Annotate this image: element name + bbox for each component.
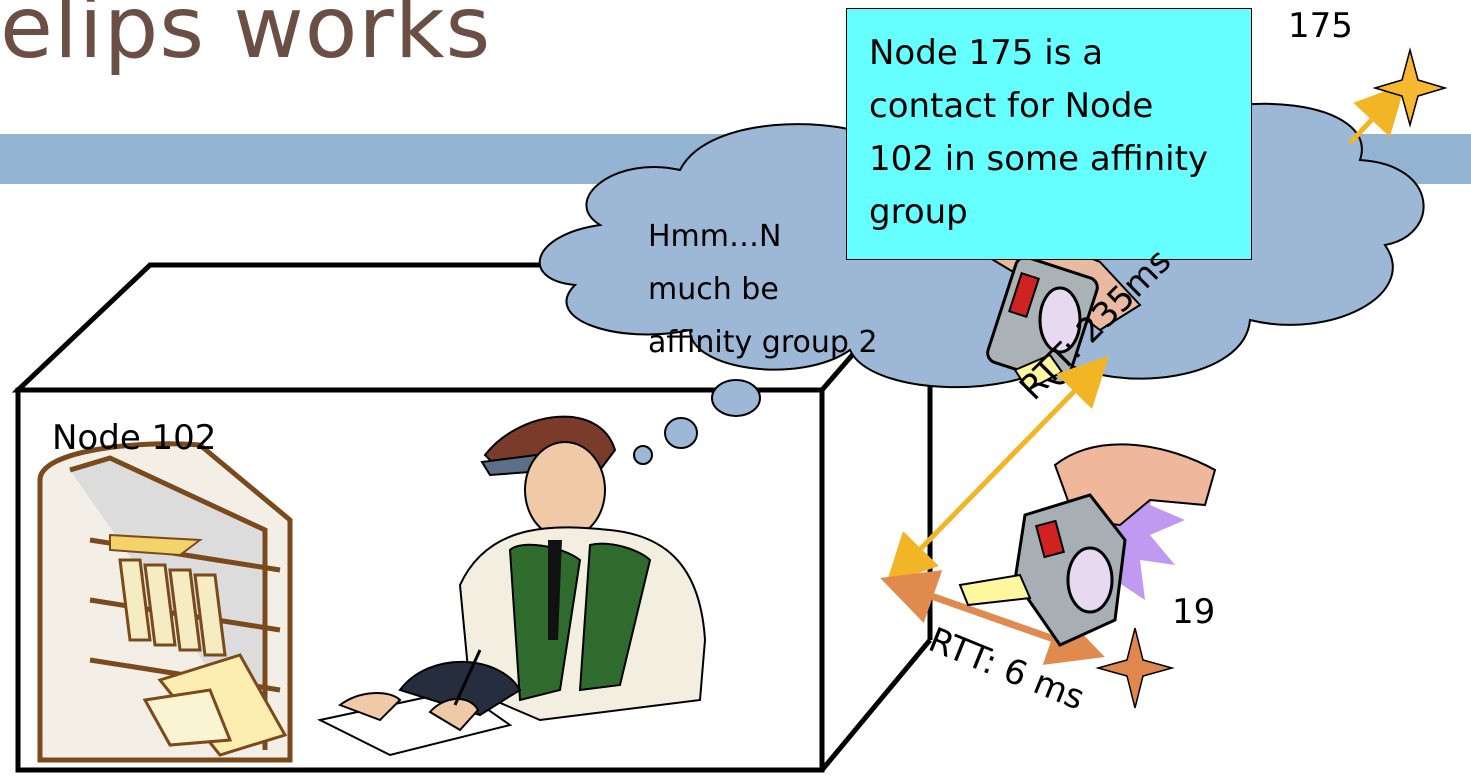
- callout-box: Node 175 is a contact for Node 102 in so…: [846, 8, 1252, 260]
- file-cabinet-icon: [37, 441, 293, 763]
- person-thinking-icon: [317, 415, 707, 757]
- node-175-label: 175: [1288, 6, 1353, 46]
- node-175-star-icon: [1372, 47, 1448, 128]
- node-102-label: Node 102: [52, 418, 217, 458]
- tape-measure-lower-icon: [958, 443, 1217, 647]
- thought-bubble-large: [711, 379, 761, 417]
- thought-text: Hmm…N much be affinity group 2: [648, 210, 878, 369]
- thought-bubble-small: [633, 445, 653, 465]
- arrow-to-node-175: [1348, 83, 1406, 145]
- node-19-star-icon: [1095, 627, 1175, 709]
- node-19-label: 19: [1172, 592, 1216, 632]
- thought-line-3: affinity group 2: [648, 325, 878, 360]
- tape-measure-upper-icon: [982, 236, 1142, 392]
- thought-line-2: much be: [648, 272, 779, 307]
- slide-title: elips works: [0, 0, 492, 78]
- rtt-far-arrow: [886, 355, 1109, 585]
- thought-bubble-medium: [664, 417, 698, 449]
- box-bottom-edge: [820, 638, 932, 772]
- thought-line-1: Hmm…N: [648, 219, 782, 254]
